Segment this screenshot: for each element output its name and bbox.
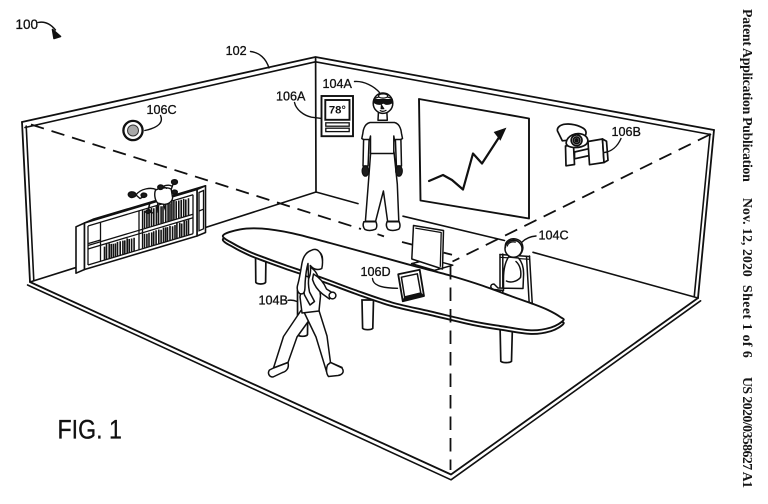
svg-text:78°: 78°: [329, 105, 347, 117]
svg-text:FIG. 1: FIG. 1: [58, 415, 122, 445]
svg-text:106B: 106B: [612, 125, 641, 139]
svg-text:106C: 106C: [147, 103, 177, 117]
svg-text:106A: 106A: [276, 90, 306, 104]
svg-text:104B: 104B: [259, 294, 288, 308]
svg-text:104A: 104A: [323, 77, 353, 91]
svg-text:106D: 106D: [361, 265, 391, 279]
svg-text:100: 100: [16, 17, 39, 32]
svg-text:104C: 104C: [539, 228, 569, 242]
svg-text:102: 102: [226, 44, 247, 58]
